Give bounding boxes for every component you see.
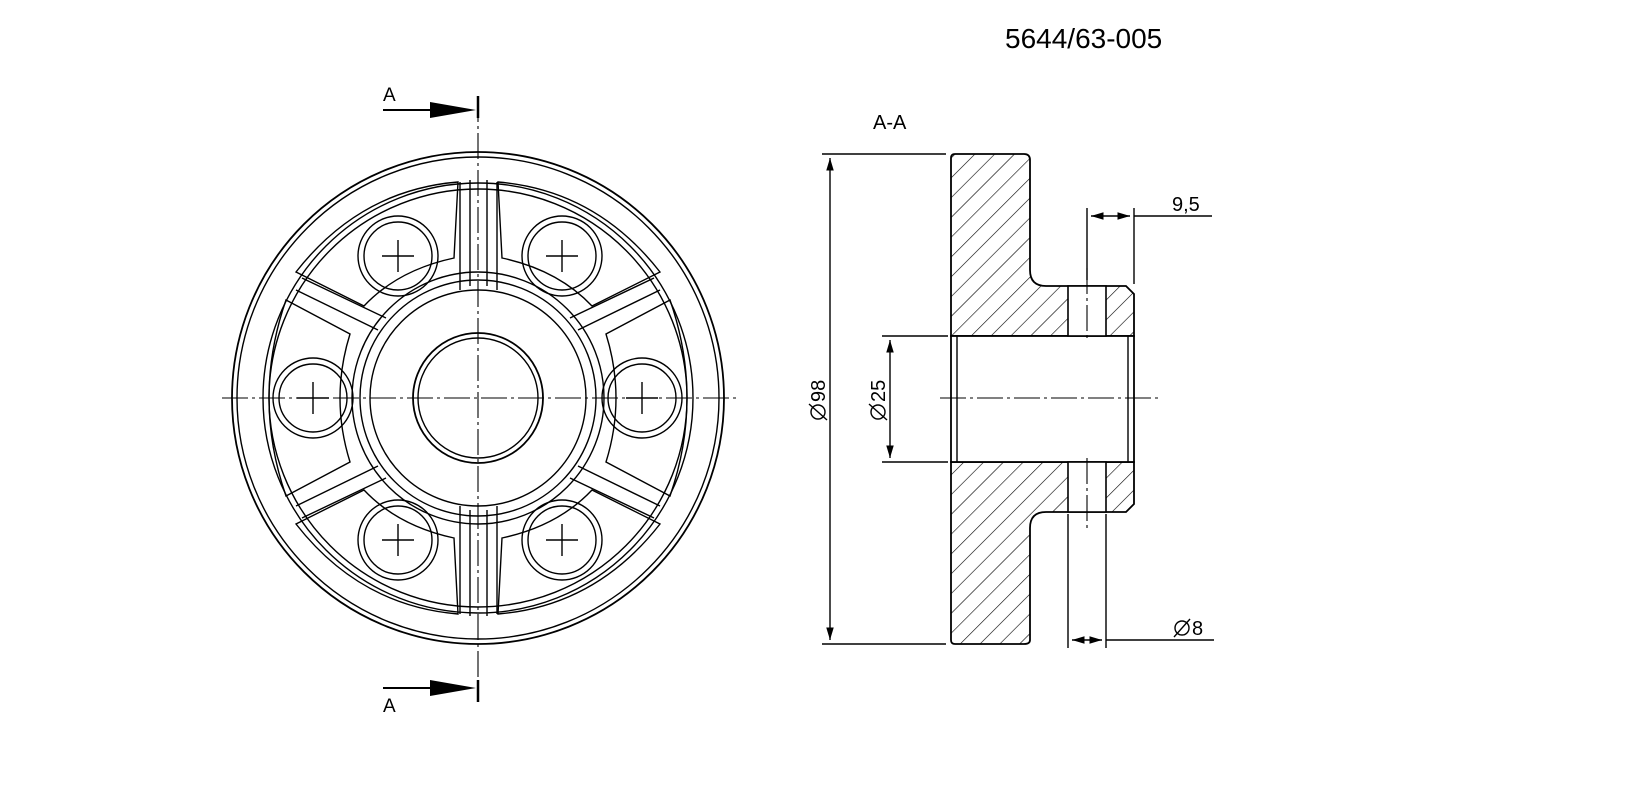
diameter-icon [1174, 620, 1190, 636]
outer-diameter-value: 98 [808, 380, 830, 402]
bore-diameter-value: 25 [868, 380, 890, 402]
bolt-hole [527, 505, 597, 575]
rib-spokes [295, 180, 661, 616]
dimension-bore-diameter: 25 [868, 335, 948, 463]
section-view-label: A-A [873, 112, 907, 134]
bolt-hole [363, 221, 433, 291]
hole-diameter-value: 8 [1192, 618, 1203, 640]
front-view: A A [222, 85, 736, 717]
section-arrow-top: A [383, 85, 476, 118]
diameter-icon [870, 404, 886, 420]
hole-offset-value: 9,5 [1172, 194, 1200, 216]
section-arrow-bottom: A [383, 680, 476, 717]
section-marker-bottom: A [383, 696, 396, 717]
dimension-outer-diameter: 98 [808, 153, 946, 645]
bolt-hole [363, 505, 433, 575]
section-marker-top: A [383, 85, 396, 106]
section-bore [950, 335, 1135, 463]
bolt-hole [527, 221, 597, 291]
diameter-icon [810, 404, 826, 420]
drawing-number: 5644/63-005 [1005, 23, 1162, 54]
rib-pockets [268, 181, 688, 615]
dimension-hole-diameter: 8 [1067, 514, 1214, 648]
section-view: A-A 98 [808, 112, 1214, 648]
dimension-hole-offset: 9,5 [1086, 194, 1212, 284]
